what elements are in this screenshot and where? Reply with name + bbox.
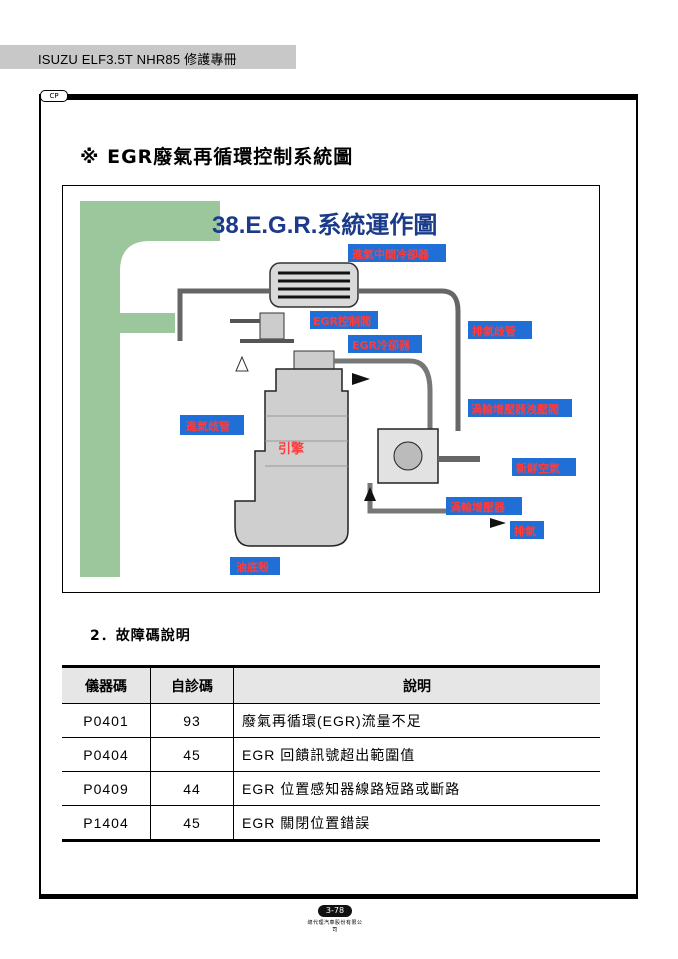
page-number: 3-78 (318, 905, 352, 917)
frame-left (39, 100, 41, 895)
table-row: P0404 45 EGR 回饋訊號超出範圍值 (62, 737, 600, 772)
table-row: P0401 93 廢氣再循環(EGR)流量不足 (62, 703, 600, 738)
label-intercooler: 進氣中間冷卻器 (348, 244, 446, 262)
label-exhaust: 排氣 (510, 521, 544, 539)
label-turbo-wastegate: 渦輪增壓器洩壓閥 (468, 399, 572, 417)
label-engine: 引擎 (278, 441, 304, 457)
intercooler-body (269, 262, 359, 308)
section-title: ※ EGR廢氣再循環控制系統圖 (80, 146, 354, 168)
label-egr-valve: EGR控制閥 (310, 311, 378, 329)
label-intake-manifold: 進氣歧管 (180, 415, 244, 435)
engine-block (234, 368, 349, 547)
svg-text:渦輪增壓器: 渦輪增壓器 (450, 500, 506, 514)
label-fresh-air: 新鮮空氣 (512, 458, 576, 476)
label-exhaust-manifold: 排氣歧管 (468, 321, 532, 339)
svg-text:進氣中間冷卻器: 進氣中間冷卻器 (352, 247, 430, 261)
frame-right (636, 100, 638, 895)
bottom-rule (39, 894, 638, 899)
svg-text:新鮮空氣: 新鮮空氣 (516, 461, 560, 475)
header-self-diag-code: 自診碼 (150, 665, 234, 704)
egr-valve (259, 312, 285, 340)
fault-code-table: 儀器碼 自診碼 說明 P0401 93 廢氣再循環(EGR)流量不足 P0404… (62, 665, 600, 842)
header-instrument-code: 儀器碼 (62, 665, 151, 704)
cell-self-diag-code: 93 (150, 703, 234, 738)
table-row: P0409 44 EGR 位置感知器線路短路或斷路 (62, 771, 600, 806)
green-band-tongue (90, 313, 175, 333)
svg-text:油底殼: 油底殼 (236, 560, 270, 574)
intake-duct-top (177, 288, 461, 431)
cell-self-diag-code: 45 (150, 805, 234, 842)
cell-description: EGR 位置感知器線路短路或斷路 (233, 771, 600, 806)
svg-text:EGR冷卻器: EGR冷卻器 (352, 338, 411, 352)
svg-text:排氣歧管: 排氣歧管 (472, 324, 516, 338)
cell-instrument-code: P0404 (62, 737, 151, 772)
cell-instrument-code: P0401 (62, 703, 151, 738)
green-band (80, 201, 220, 577)
table-row: P1404 45 EGR 關閉位置錯誤 (62, 805, 600, 842)
label-oil-pan: 油底殼 (230, 557, 280, 575)
svg-text:渦輪增壓器洩壓閥: 渦輪增壓器洩壓閥 (471, 402, 559, 416)
subsection-title: 2．故障碼說明 (90, 628, 191, 644)
top-rule (39, 94, 638, 100)
header-title: ISUZU ELF3.5T NHR85 修護專冊 (38, 52, 237, 67)
cell-description: 廢氣再循環(EGR)流量不足 (233, 703, 600, 738)
label-turbocharger: 渦輪增壓器 (446, 497, 522, 515)
table-header-row: 儀器碼 自診碼 說明 (62, 665, 600, 704)
svg-text:EGR控制閥: EGR控制閥 (313, 314, 371, 328)
cell-description: EGR 回饋訊號超出範圍值 (233, 737, 600, 772)
diagram-title: 38.E.G.R.系統運作圖 (212, 211, 437, 239)
svg-text:進氣歧管: 進氣歧管 (186, 419, 230, 433)
footer-publisher: 總代理汽車股份有限公司 (307, 920, 363, 933)
cell-instrument-code: P0409 (62, 771, 151, 806)
page-tab: CP (40, 90, 68, 102)
egr-system-diagram: 38.E.G.R.系統運作圖 進氣中間冷卻器 EGR控制閥 EGR冷卻器 排氣歧… (80, 201, 576, 577)
cell-self-diag-code: 45 (150, 737, 234, 772)
header-band (0, 45, 296, 69)
cell-description: EGR 關閉位置錯誤 (233, 805, 600, 842)
cell-self-diag-code: 44 (150, 771, 234, 806)
label-egr-cooler: EGR冷卻器 (348, 335, 422, 353)
cell-instrument-code: P1404 (62, 805, 151, 842)
svg-text:排氣: 排氣 (514, 524, 536, 538)
header-description: 說明 (233, 665, 600, 704)
